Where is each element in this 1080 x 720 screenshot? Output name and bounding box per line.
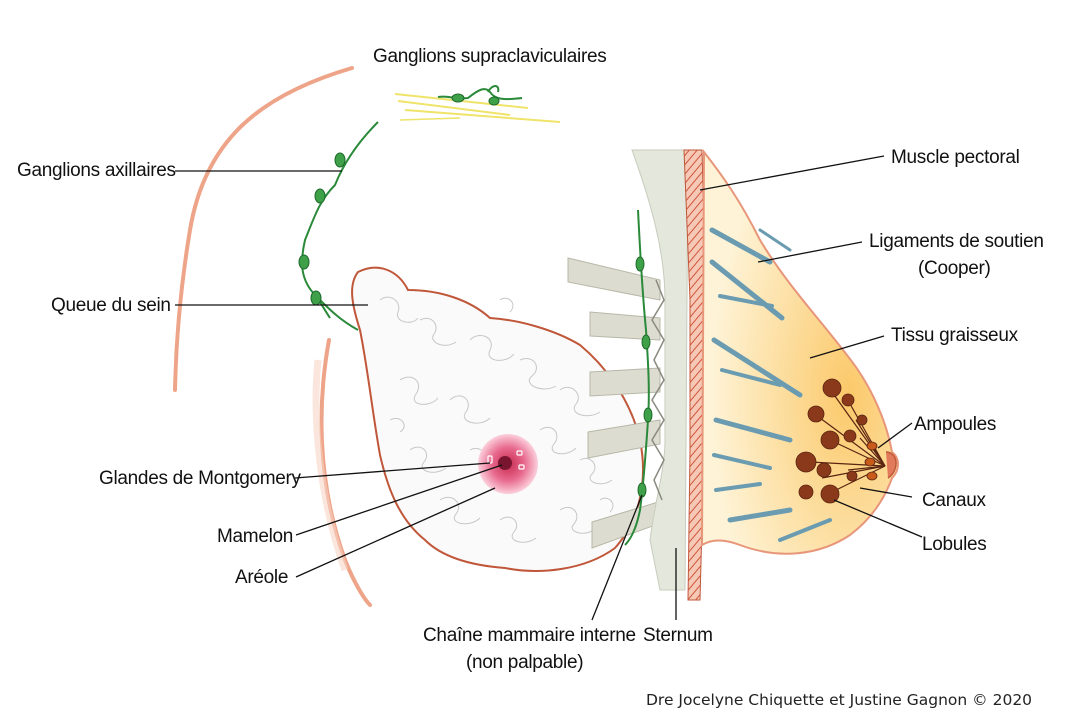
label-ampullae: Ampoules <box>914 414 996 435</box>
label-ducts: Canaux <box>922 490 986 511</box>
shoulder-outline <box>173 66 354 392</box>
sternum-edge <box>651 279 665 501</box>
torso-side-shadow <box>312 359 349 572</box>
label-cooper-ligaments-note: (Cooper) <box>918 258 991 279</box>
label-areola: Aréole <box>235 567 288 588</box>
sagittal-nipple <box>885 451 897 479</box>
leader-lines <box>175 155 923 621</box>
frontal-breast-gland <box>351 266 644 572</box>
ducts <box>809 391 886 493</box>
lobules <box>795 378 868 504</box>
nipple <box>498 456 512 470</box>
label-nipple: Mamelon <box>217 526 293 547</box>
gland-lobule-texture <box>379 296 614 543</box>
ampullae <box>864 441 878 481</box>
label-supraclavicular-nodes: Ganglions supraclaviculaires <box>373 46 606 67</box>
axillary-lymph-chain <box>298 121 379 331</box>
label-sternum: Sternum <box>643 625 713 646</box>
label-lobules: Lobules <box>922 534 986 555</box>
clavicle-lines <box>394 93 561 123</box>
chest-wall <box>631 149 689 591</box>
label-montgomery-glands: Glandes de Montgomery <box>99 468 302 489</box>
credit-line: Dre Jocelyne Chiquette et Justine Gagnon… <box>646 691 1032 709</box>
cooper-ligaments <box>709 227 832 542</box>
label-fatty-tissue: Tissu graisseux <box>891 325 1019 346</box>
label-internal-mammary-chain-note: (non palpable) <box>466 652 583 673</box>
ribs <box>567 257 661 549</box>
label-pectoral-muscle: Muscle pectoral <box>891 147 1020 168</box>
label-axillary-nodes: Ganglions axillaires <box>17 160 176 181</box>
label-internal-mammary-chain: Chaîne mammaire interne <box>423 625 636 646</box>
label-breast-tail: Queue du sein <box>51 295 171 316</box>
internal-mammary-chain <box>624 209 653 546</box>
supraclavicular-nodes <box>437 85 523 106</box>
label-cooper-ligaments: Ligaments de soutien <box>869 231 1044 252</box>
